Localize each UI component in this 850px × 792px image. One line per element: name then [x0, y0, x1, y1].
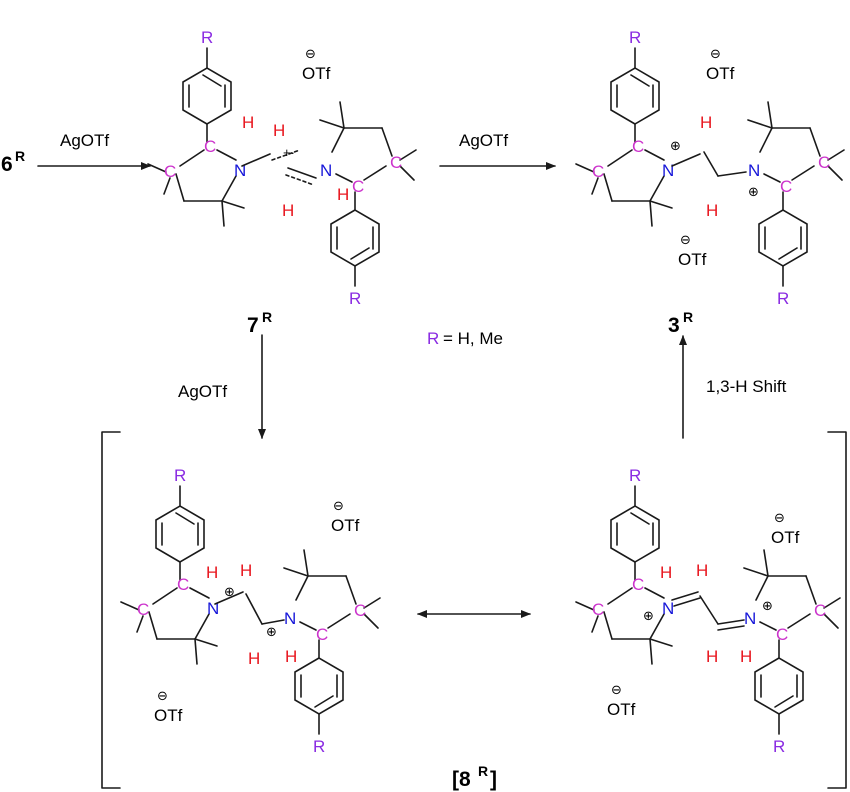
reagent-agotf-1: AgOTf	[60, 131, 109, 150]
svg-text:H: H	[240, 561, 252, 580]
svg-text:H: H	[660, 563, 672, 582]
counterion-8a-top: ⊖ OTf	[331, 498, 360, 535]
svg-text:⊖: ⊖	[680, 232, 691, 247]
reagent-h-shift: 1,3-H Shift	[706, 377, 787, 396]
svg-text:⊖: ⊖	[305, 46, 316, 61]
svg-text:R: R	[683, 309, 693, 325]
svg-text:⊖: ⊖	[611, 682, 622, 697]
svg-text:OTf: OTf	[771, 528, 800, 547]
svg-text:H: H	[242, 113, 254, 132]
svg-text:OTf: OTf	[331, 516, 360, 535]
svg-text:OTf: OTf	[154, 706, 183, 725]
svg-text:OTf: OTf	[607, 700, 636, 719]
svg-text:R: R	[427, 329, 439, 348]
svg-text:R: R	[15, 148, 25, 164]
svg-text:H: H	[273, 121, 285, 140]
svg-text:= H, Me: = H, Me	[443, 329, 503, 348]
compound-3-structure: ⊕ H H ⊕ ⊖ OTf ⊖ OTf	[575, 27, 845, 309]
reagent-agotf-3: AgOTf	[178, 382, 227, 401]
svg-text:H: H	[285, 647, 297, 666]
bracket-right	[827, 431, 847, 789]
svg-text:OTf: OTf	[706, 64, 735, 83]
svg-text:H: H	[248, 649, 260, 668]
svg-text:⊕: ⊕	[762, 598, 773, 613]
compound-3-label: 3 R	[668, 309, 693, 337]
svg-text:H: H	[337, 185, 349, 204]
svg-text:⊖: ⊖	[774, 510, 785, 525]
svg-text:⊖: ⊖	[157, 688, 168, 703]
svg-text:⊕: ⊕	[643, 608, 654, 623]
svg-text:H: H	[706, 647, 718, 666]
svg-text:]: ]	[490, 768, 497, 791]
svg-text:⊕: ⊕	[224, 584, 235, 599]
counterion-3a: ⊖ OTf	[706, 46, 735, 83]
svg-text:H: H	[700, 113, 712, 132]
bracket-left	[101, 431, 121, 789]
compound-8-form-a: H ⊕ H ⊕ H H ⊖ OTf ⊖ OTf	[120, 465, 381, 757]
svg-text:H: H	[706, 201, 718, 220]
svg-text:H: H	[282, 201, 294, 220]
reagent-agotf-2: AgOTf	[459, 131, 508, 150]
compound-8-form-b: H ⊕ H H ⊕ H ⊖ OTf ⊖ OTf	[575, 465, 841, 757]
counterion-7: ⊖ OTf	[302, 46, 331, 83]
svg-text:OTf: OTf	[302, 64, 331, 83]
svg-text:OTf: OTf	[678, 250, 707, 269]
svg-text:⊖: ⊖	[333, 498, 344, 513]
svg-text:R: R	[262, 309, 272, 325]
svg-text:7: 7	[247, 314, 259, 337]
svg-text:H: H	[206, 563, 218, 582]
svg-text:6: 6	[1, 153, 13, 176]
substituent-legend: R = H, Me	[427, 329, 503, 348]
svg-text:H: H	[696, 561, 708, 580]
svg-text:[8: [8	[452, 768, 471, 791]
compound-8-label: [8 R ]	[452, 763, 497, 791]
counterion-3b: ⊖ OTf	[678, 232, 707, 269]
compound-6-label: 6 R	[1, 148, 25, 176]
counterion-8a-bottom: ⊖ OTf	[154, 688, 183, 725]
svg-text:⊕: ⊕	[266, 624, 277, 639]
compound-7-structure: H H +· H H ⊖ OTf	[147, 27, 417, 309]
svg-text:⊕: ⊕	[670, 138, 681, 153]
svg-text:R: R	[478, 763, 488, 779]
svg-text:+·: +·	[283, 145, 295, 160]
svg-text:⊖: ⊖	[710, 46, 721, 61]
counterion-8b-top: ⊖ OTf	[771, 510, 800, 547]
counterion-8b-bottom: ⊖ OTf	[607, 682, 636, 719]
svg-text:⊕: ⊕	[748, 184, 759, 199]
svg-text:3: 3	[668, 314, 680, 337]
compound-7-label: 7 R	[247, 309, 272, 337]
svg-text:H: H	[740, 647, 752, 666]
